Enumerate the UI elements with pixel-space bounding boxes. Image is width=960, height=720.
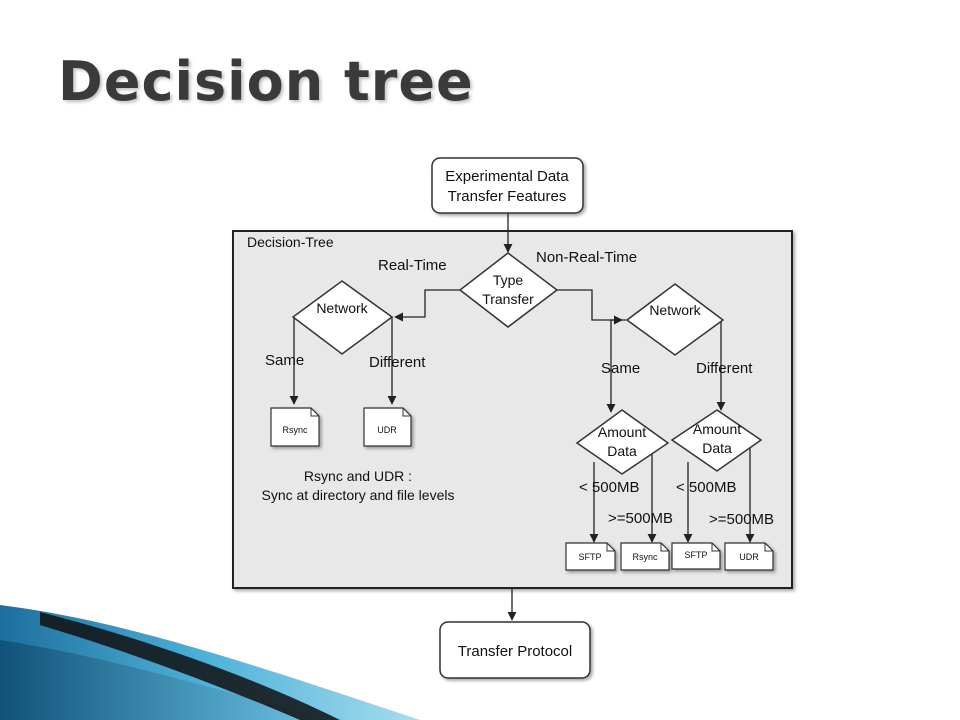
amount-left-line1: Amount [598, 424, 646, 440]
amount-left-line2: Data [607, 443, 637, 459]
doc-udr-left-label: UDR [377, 425, 397, 435]
doc-udr-2: UDR [724, 542, 774, 571]
edge-left-same: Same [265, 352, 304, 369]
right-network-label: Network [649, 302, 701, 318]
doc-sftp-2: SFTP [671, 542, 721, 570]
doc-rsync-left-label: Rsync [282, 425, 308, 435]
edge-gte-left: >=500MB [608, 510, 673, 527]
left-network-decision: Network [291, 280, 394, 355]
slide-title: Decision tree [58, 50, 474, 113]
amount-right-line2: Data [702, 440, 732, 456]
decorative-wave [0, 605, 420, 720]
left-network-label: Network [316, 300, 368, 316]
edge-non-real-time: Non-Real-Time [536, 249, 637, 266]
doc-sftp-2-label: SFTP [684, 550, 707, 560]
input-node-line2: Transfer Features [448, 188, 567, 205]
type-transfer-line2: Transfer [482, 291, 534, 307]
edge-lt-right: < 500MB [676, 479, 736, 496]
doc-udr-2-label: UDR [739, 552, 759, 562]
doc-rsync-2: Rsync [620, 542, 670, 571]
edge-lt-left: < 500MB [579, 479, 639, 496]
doc-udr-left: UDR [363, 407, 412, 447]
amount-data-left-decision: Amount Data [575, 409, 670, 475]
doc-rsync-2-label: Rsync [632, 552, 658, 562]
note-line1: Rsync and UDR : [304, 468, 412, 484]
output-node: Transfer Protocol [439, 621, 591, 679]
amount-right-line1: Amount [693, 421, 741, 437]
amount-data-right-decision: Amount Data [670, 409, 763, 472]
doc-rsync-left: Rsync [270, 407, 320, 447]
edge-right-same: Same [601, 360, 640, 377]
note-line2: Sync at directory and file levels [262, 487, 455, 503]
input-node: Experimental Data Transfer Features [431, 157, 584, 214]
type-transfer-decision: Type Transfer [458, 252, 559, 328]
edge-right-different: Different [696, 360, 753, 377]
right-network-decision: Network [625, 283, 725, 356]
edge-real-time: Real-Time [378, 257, 447, 274]
container-label: Decision-Tree [247, 234, 334, 250]
input-node-line1: Experimental Data [445, 168, 569, 185]
edge-left-different: Different [369, 354, 426, 371]
doc-sftp-1-label: SFTP [578, 552, 601, 562]
output-node-label: Transfer Protocol [458, 643, 573, 660]
edge-gte-right: >=500MB [709, 511, 774, 528]
doc-sftp-1: SFTP [565, 542, 616, 571]
type-transfer-line1: Type [493, 272, 524, 288]
